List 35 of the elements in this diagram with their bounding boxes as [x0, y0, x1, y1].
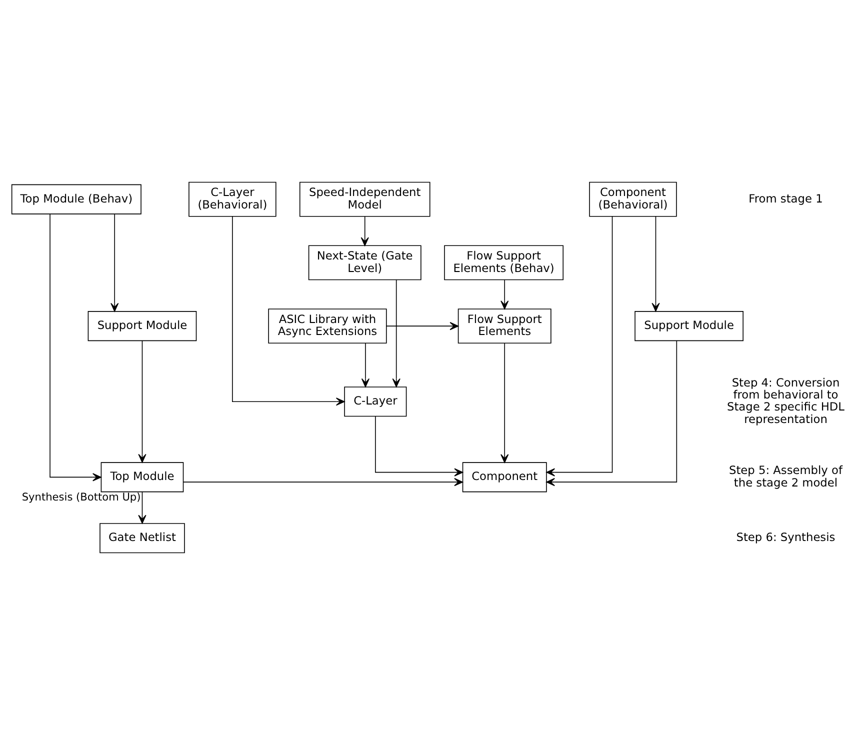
node-box: Flow Support Elements (Behav) [444, 244, 564, 280]
arrow [546, 340, 678, 486]
arrow [546, 215, 613, 476]
node-box: Top Module [100, 462, 184, 492]
node-box: Support Module [634, 310, 744, 341]
arrow [183, 478, 463, 486]
arrow [652, 216, 660, 312]
node-box: Speed-Independent Model [299, 181, 430, 216]
label: From stage 1 [748, 190, 823, 205]
arrow [375, 415, 464, 476]
node-box: Component (Behavioral) [589, 181, 677, 216]
arrow [386, 322, 459, 330]
node-box: C-Layer (Behavioral) [188, 181, 276, 216]
arrow [50, 213, 102, 481]
label: Step 6: Synthesis [736, 530, 836, 544]
arrow [500, 342, 509, 462]
label: Step 4: Conversion from behavioral to Stage 2 specific HDL representation [727, 374, 844, 426]
arrow [392, 279, 400, 387]
node-box: Top Module (Behav) [11, 184, 142, 214]
node-box: Next-State (Gate Level) [308, 244, 422, 280]
arrow [500, 279, 509, 309]
arrow [361, 342, 370, 387]
node-box: Gate Netlist [100, 522, 185, 553]
label: Step 5: Assembly of the stage 2 model [729, 462, 842, 489]
arrow [360, 216, 369, 246]
node-box: Flow Support Elements [458, 308, 552, 344]
arrow [232, 216, 345, 406]
node-box: Component [462, 462, 547, 492]
edge-label: Synthesis (Bottom Up) [22, 491, 141, 504]
node-box: Support Module [88, 310, 197, 341]
node-box: ASIC Library with Async Extensions [268, 308, 387, 344]
arrow [138, 491, 146, 524]
node-box: C-Layer [344, 386, 407, 416]
arrow [138, 340, 146, 462]
arrow [110, 213, 119, 312]
